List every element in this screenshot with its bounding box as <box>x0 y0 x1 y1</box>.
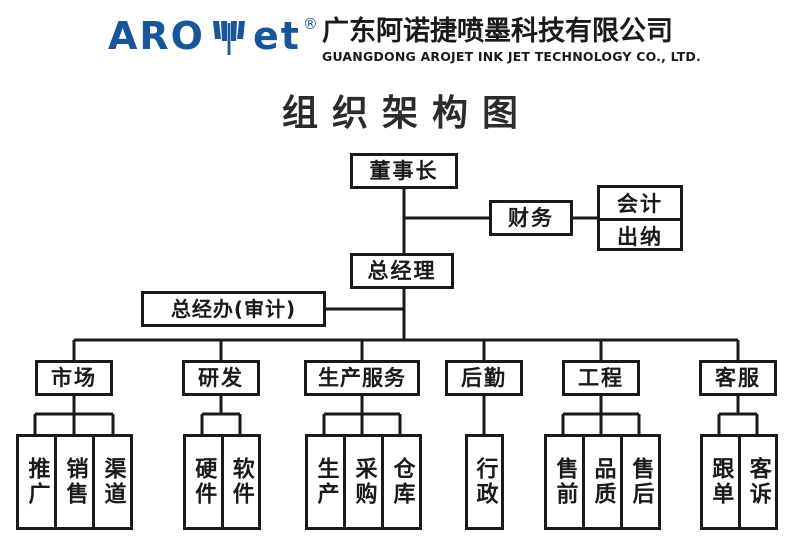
company-name-en: GUANGDONG AROJET INK JET TECHNOLOGY CO.,… <box>322 49 701 64</box>
node-dept-logistics[interactable]: 后勤 <box>445 360 523 396</box>
registered-trademark-icon: ® <box>302 15 318 33</box>
node-dept-production-service[interactable]: 生产服务 <box>304 360 420 396</box>
node-dept-rnd[interactable]: 研发 <box>182 360 260 396</box>
node-dept-engineering[interactable]: 工程 <box>562 360 640 396</box>
leafgroup-logistics: 行政 <box>465 434 504 530</box>
node-cashier[interactable]: 出纳 <box>600 218 680 251</box>
node-leaf-channel[interactable]: 渠道 <box>92 437 130 527</box>
node-finance-children: 会计 出纳 <box>597 185 683 251</box>
company-name-cn: 广东阿诺捷喷墨科技有限公司 <box>322 16 673 47</box>
node-gm-office[interactable]: 总经办(审计) <box>141 291 326 327</box>
node-leaf-promotion[interactable]: 推广 <box>24 457 50 507</box>
leafgroup-production-service: 生产 采购 仓库 <box>305 434 422 530</box>
node-leaf-quality[interactable]: 品质 <box>582 437 620 527</box>
page-title: 组织架构图 <box>281 93 532 134</box>
logo-text-et: et <box>252 14 301 58</box>
node-leaf-purchasing[interactable]: 采购 <box>343 437 381 527</box>
node-finance[interactable]: 财务 <box>489 200 573 236</box>
node-leaf-software[interactable]: 软件 <box>220 437 259 527</box>
node-accounting[interactable]: 会计 <box>617 192 663 216</box>
node-dept-customer-service[interactable]: 客服 <box>699 360 777 396</box>
company-name-block: 广东阿诺捷喷墨科技有限公司 GUANGDONG AROJET INK JET T… <box>322 16 722 66</box>
leafgroup-customer-service: 跟单 客诉 <box>700 434 778 530</box>
leaf-icon <box>209 17 249 57</box>
node-general-manager[interactable]: 总经理 <box>350 253 454 289</box>
page-header: ARO et ® 广东阿诺捷喷墨科技有限公司 GUANGDONG AROJET … <box>0 0 800 78</box>
node-chairman[interactable]: 董事长 <box>350 153 458 189</box>
leafgroup-rnd: 硬件 软件 <box>183 434 261 530</box>
node-leaf-presales[interactable]: 售前 <box>552 457 578 507</box>
node-leaf-hardware[interactable]: 硬件 <box>191 457 217 507</box>
node-leaf-warehouse[interactable]: 仓库 <box>381 437 419 527</box>
leafgroup-engineering: 售前 品质 售后 <box>544 434 661 530</box>
node-dept-marketing[interactable]: 市场 <box>35 360 113 396</box>
company-logo: ARO et ® <box>108 16 318 56</box>
node-leaf-administration[interactable]: 行政 <box>472 457 498 507</box>
node-leaf-aftersales[interactable]: 售后 <box>620 437 658 527</box>
node-leaf-complaints[interactable]: 客诉 <box>737 437 776 527</box>
node-leaf-order-follow-up[interactable]: 跟单 <box>708 457 734 507</box>
node-leaf-sales[interactable]: 销售 <box>54 437 92 527</box>
node-leaf-production[interactable]: 生产 <box>313 457 339 507</box>
logo-text-aro: ARO <box>108 14 205 58</box>
leafgroup-marketing: 推广 销售 渠道 <box>16 434 133 530</box>
